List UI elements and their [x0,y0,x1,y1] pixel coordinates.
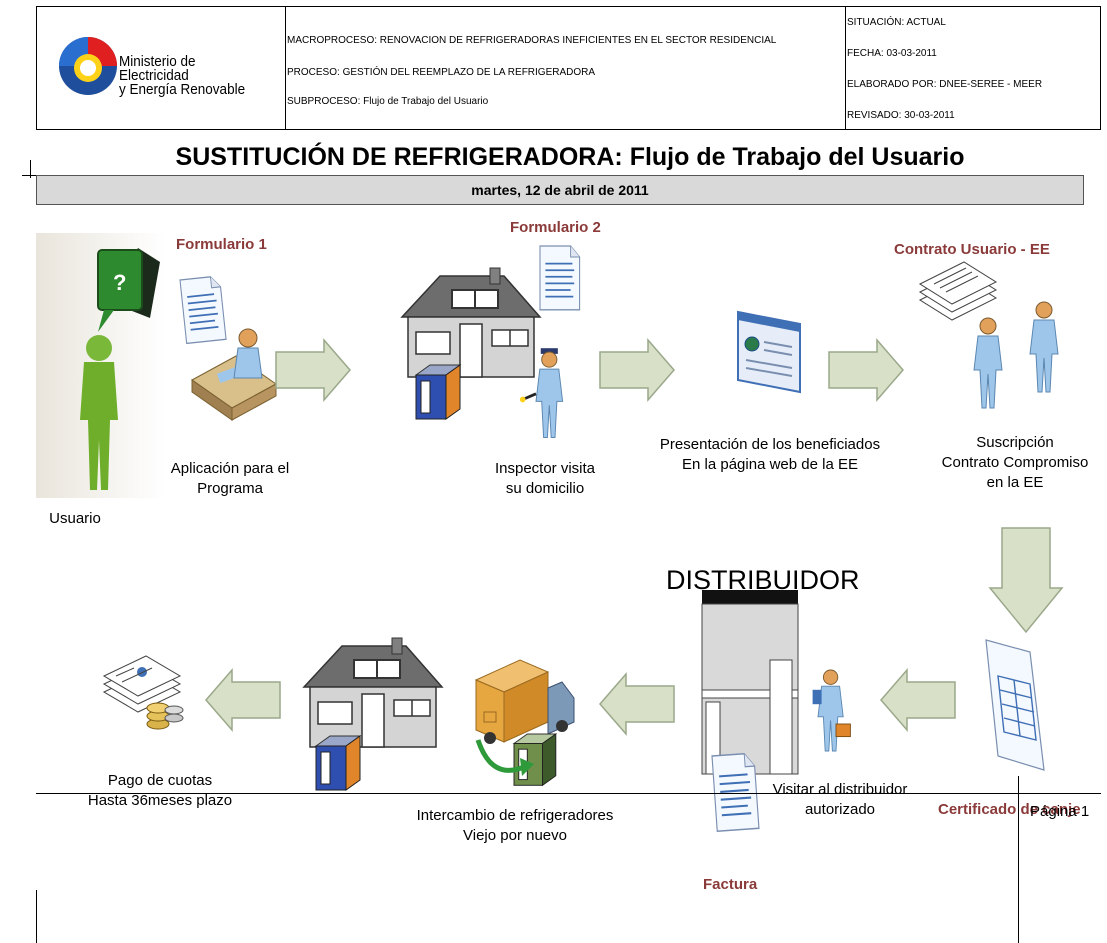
person-at-desk-icon [191,328,277,421]
handshake-person-icon [1029,301,1059,393]
delivery-truck-icon [474,659,575,744]
caption-usuario-text: Usuario [49,510,101,527]
caption-presentacion: Presentación de los beneficiados En la p… [630,435,910,475]
caption-visitar: Visitar al distribuidor autorizado [750,780,930,820]
caption-aplicacion-line2: Programa [197,480,263,497]
flow-arrow-left [880,669,956,731]
flow-arrow-left [599,673,675,735]
elaborado-text: ELABORADO POR: DNEE-SEREE - MEER [847,79,1043,90]
usuario-illustration: ? [36,233,166,498]
process-cell: MACROPROCESO: RENOVACION DE REFRIGERADOR… [285,7,846,129]
status-cell: SITUACIÓN: ACTUAL FECHA: 03-03-2011 ELAB… [845,7,1100,129]
caption-pago-line2: Hasta 36meses plazo [87,792,233,809]
ministry-name-line2: y Energía Renovable [119,81,246,98]
caption-aplicacion: Aplicación para el Programa [150,459,310,499]
exchange-arrow-icon [475,739,528,773]
label-contrato: Contrato Usuario - EE [894,241,1050,258]
macroproceso-text: MACROPROCESO: RENOVACION DE REFRIGERADOR… [287,35,777,46]
corner-line [30,160,31,178]
salesperson-icon [812,669,851,752]
logo-cell: Ministerio de Electricidad y Energía Ren… [37,7,286,129]
document-header: Ministerio de Electricidad y Energía Ren… [36,6,1101,130]
caption-aplicacion-line1: Aplicación para el [170,460,290,477]
caption-visitar-line2: autorizado [804,801,876,818]
flow-arrow-left [205,669,281,731]
caption-suscripcion-line3: en la EE [986,474,1044,491]
caption-intercambio-line1: Intercambio de refrigeradores [416,807,614,824]
svg-text:?: ? [113,270,126,295]
payment-documents-icon [102,655,182,713]
refrigerator-icon [415,364,461,420]
label-factura: Factura [703,876,758,893]
proceso-text: PROCESO: GESTIÓN DEL REEMPLAZO DE LA REF… [287,67,596,78]
handshake-person-icon [973,317,1003,409]
contract-stack-icon [918,261,998,321]
ministry-name: Ministerio de Electricidad y Energía Ren… [119,53,268,98]
exchange-arrow-head-icon [520,758,534,776]
caption-inspector-line2: su domicilio [505,480,585,497]
page-title: SUSTITUCIÓN DE REFRIGERADORA: Flujo de T… [175,143,965,171]
new-refrigerator-icon [512,733,558,787]
refrigerator-icon [315,735,361,791]
label-certificado: Certificado de canje [938,801,1081,818]
fecha-text: FECHA: 03-03-2011 [847,48,937,59]
caption-suscripcion-line1: Suscripción [976,434,1054,451]
distribuidor-building-icon [701,590,799,775]
caption-visitar-line1: Visitar al distribuidor [772,781,908,798]
footer-divider [36,793,1101,794]
situacion-text: SITUACIÓN: ACTUAL [847,17,946,28]
certificado-document-icon [985,639,1045,771]
caption-pago: Pago de cuotas Hasta 36meses plazo [60,771,260,811]
coins-icon [146,702,184,730]
footer-left-line [36,890,37,943]
caption-presentacion-line2: En la página web de la EE [682,456,858,473]
flow-arrow-right [275,339,351,401]
caption-inspector: Inspector visita su domicilio [470,459,620,499]
subproceso-text: SUBPROCESO: Flujo de Trabajo del Usuario [287,96,489,107]
distribuidor-label: DISTRIBUIDOR [666,565,860,595]
label-formulario-2: Formulario 2 [510,219,601,236]
house-icon [303,637,443,748]
revisado-text: REVISADO: 30-03-2011 [847,110,955,121]
caption-usuario: Usuario [40,509,110,529]
flow-arrow-right [828,339,904,401]
label-formulario-1: Formulario 1 [176,236,267,253]
corner-line [22,175,36,176]
ministry-name-line1: Ministerio de Electricidad [119,53,196,84]
caption-intercambio-line2: Viejo por nuevo [463,827,567,844]
caption-suscripcion-line2: Contrato Compromiso [941,454,1089,471]
flow-arrow-right [599,339,675,401]
date-band: martes, 12 de abril de 2011 [36,175,1084,205]
inspector-icon [519,348,564,438]
caption-pago-line1: Pago de cuotas [107,772,213,789]
formulario-1-document-icon [179,274,227,345]
footer-page-separator [1018,776,1019,943]
caption-presentacion-line1: Presentación de los beneficiados [659,436,881,453]
caption-suscripcion: Suscripción Contrato Compromiso en la EE [930,433,1100,493]
web-page-icon [737,310,801,394]
page-number: Página 1 [1030,803,1090,820]
caption-inspector-line1: Inspector visita [494,460,596,477]
flow-arrow-down [988,527,1064,634]
formulario-2-document-icon [539,245,581,311]
ministry-logo-icon [59,37,117,95]
house-icon [401,267,541,378]
caption-intercambio: Intercambio de refrigeradores Viejo por … [400,806,630,846]
